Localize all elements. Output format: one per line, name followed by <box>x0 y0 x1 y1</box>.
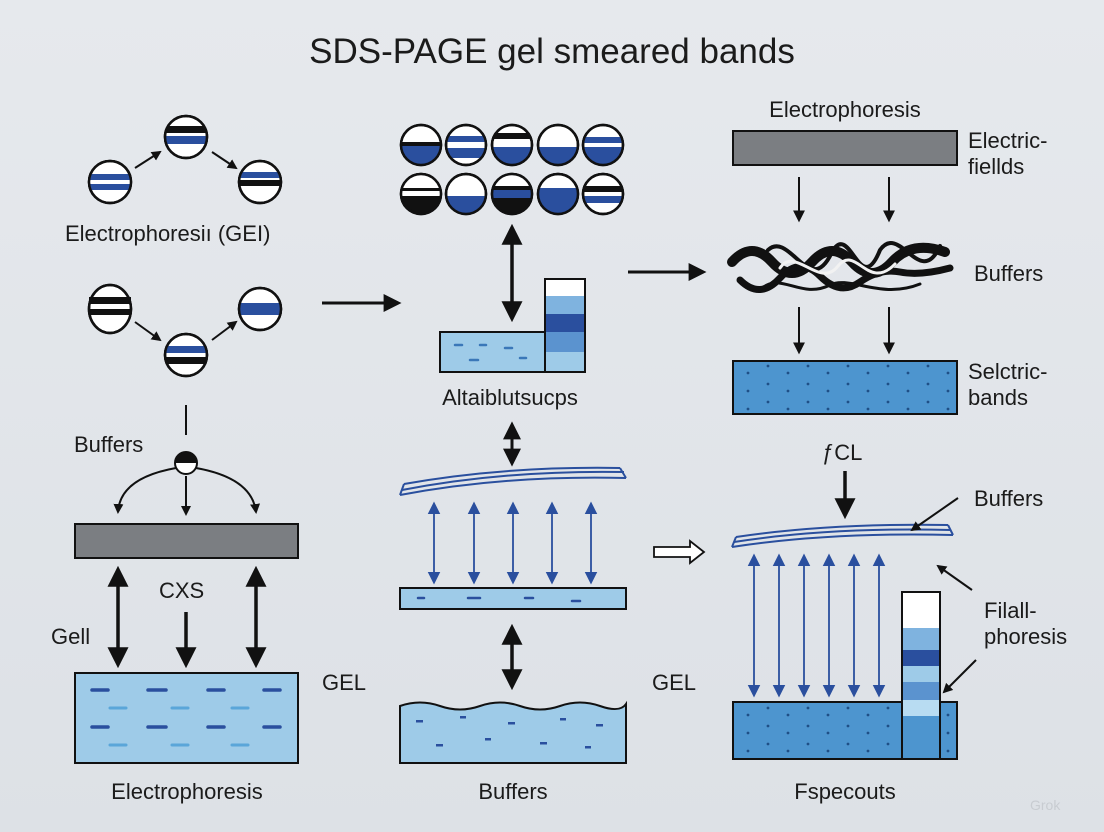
label-cxs: CXS <box>159 578 205 603</box>
arrow <box>134 321 162 342</box>
diagram-title: SDS-PAGE gel smeared bands <box>309 32 795 71</box>
molecule-circle <box>237 286 283 332</box>
arrow <box>113 467 177 514</box>
label-buffers-left: Buffers <box>74 432 144 457</box>
pointer-arrow <box>910 497 959 532</box>
molecule-circle <box>87 159 133 205</box>
label-kcl: ƒCL <box>822 440 863 465</box>
gel-strip <box>399 587 627 610</box>
membrane-sheet <box>731 523 954 548</box>
gel-slab <box>74 672 299 764</box>
arrow <box>134 150 162 169</box>
molecule-circle <box>237 159 283 205</box>
label-filall-phoresis: Filall- phoresis <box>984 598 1068 649</box>
label-electrophoresis-top: Electrophoresis <box>769 97 921 122</box>
arrow <box>211 151 238 170</box>
watermark-text: Grok <box>1030 797 1061 813</box>
electrode-plate <box>732 130 958 166</box>
label-buffers-right-top: Buffers <box>974 261 1044 286</box>
label-fspecouts: Fspecouts <box>794 779 896 804</box>
gel-with-lane <box>439 278 586 373</box>
buffer-node <box>174 451 198 475</box>
field-arrows <box>747 553 886 698</box>
label-gel-center: GEL <box>322 670 367 695</box>
buffer-tank <box>399 700 627 764</box>
molecule-circle <box>163 332 209 378</box>
field-arrows <box>427 501 598 585</box>
pointer-arrow <box>936 564 973 591</box>
smeared-protein-tangle <box>727 241 954 293</box>
label-electric-fields: Electric- fiellds <box>968 128 1048 179</box>
membrane-sheet <box>399 466 627 496</box>
molecule-circle <box>87 283 133 335</box>
electrode-plate <box>74 523 299 559</box>
gel-slab <box>732 360 958 415</box>
gel-with-lane <box>732 591 958 760</box>
hollow-arrow <box>653 539 706 565</box>
label-gell: Gell <box>51 624 91 649</box>
arrow <box>195 467 261 514</box>
label-electrophoresis-gel: Electrophoresiı (GEI) <box>65 221 271 246</box>
molecule-grid <box>399 123 625 216</box>
label-electrophoresis-bottom: Electrophoresis <box>111 779 263 804</box>
molecule-circle <box>163 114 209 160</box>
label-buffers-right-mid: Buffers <box>974 486 1044 511</box>
pointer-arrow <box>942 659 977 694</box>
label-selctric-bands: Selctric- bands <box>968 359 1048 410</box>
arrow <box>211 320 238 341</box>
label-buffers-bottom: Buffers <box>478 779 548 804</box>
label-gel-right: GEL <box>652 670 697 695</box>
label-altaiblutsucps: Altaiblutsucps <box>442 385 578 410</box>
